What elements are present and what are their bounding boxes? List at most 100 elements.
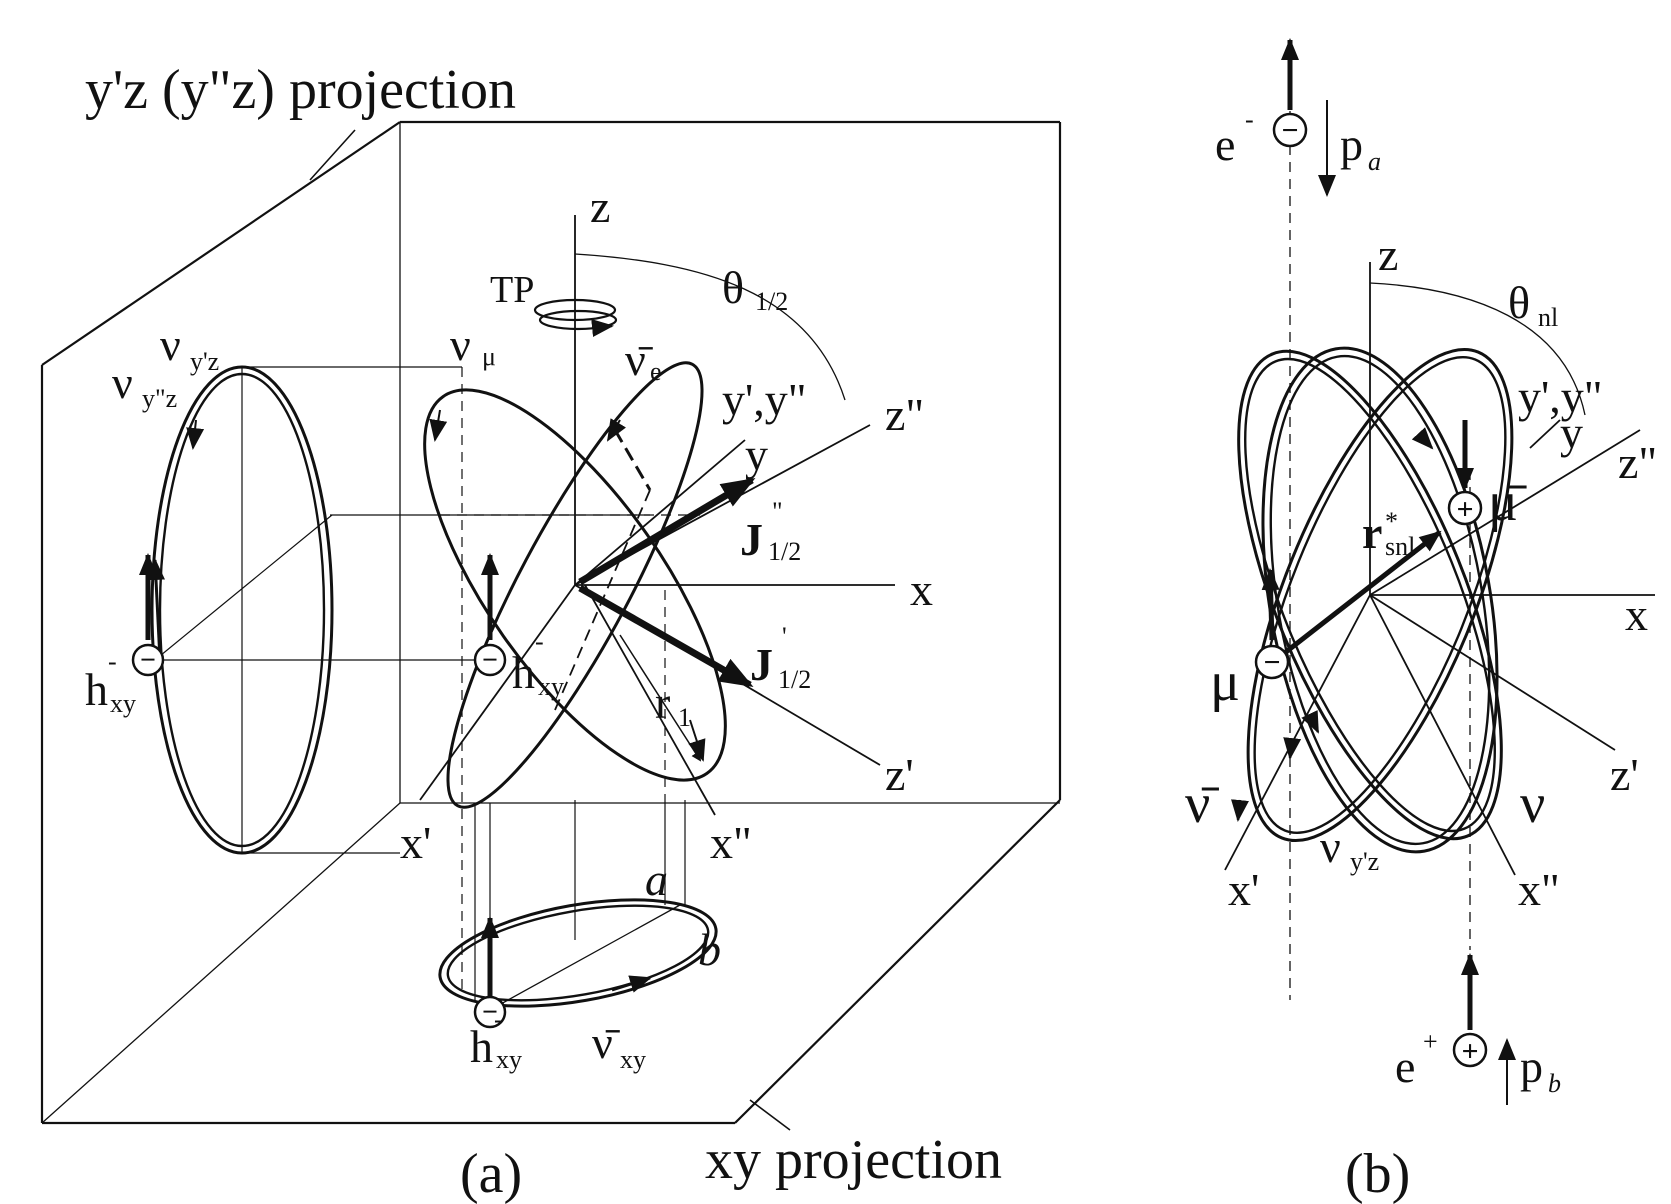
axis-z-prime-b-label: z' — [1610, 749, 1639, 800]
e-plus-charge: + — [1452, 1032, 1488, 1068]
svg-text:−: − — [1263, 646, 1280, 679]
axis-x-prime-label: x' — [400, 817, 431, 868]
pb-label: p b — [1520, 1041, 1561, 1098]
svg-text:J: J — [750, 639, 773, 690]
nu-xy-label: ν̄ xy — [592, 1017, 646, 1074]
axis-z-dprime-b-label: z" — [1618, 437, 1657, 488]
nu-e-label: ν̄ e — [625, 334, 662, 386]
a-semi-axis-label: a — [645, 854, 668, 905]
svg-text:snl: snl — [1385, 532, 1415, 561]
svg-text:μ: μ — [482, 342, 496, 371]
svg-text:y'z: y'z — [190, 347, 219, 376]
caption-b: (b) — [1345, 1143, 1410, 1204]
axis-x-dprime-b-label: x" — [1518, 864, 1560, 915]
axis-x-prime-b-label: x' — [1228, 864, 1259, 915]
svg-text:': ' — [782, 622, 787, 651]
xy-projection-orbit — [438, 898, 718, 1011]
svg-text:ν: ν — [1320, 821, 1341, 872]
axis-y-b-label: y — [1560, 407, 1583, 458]
svg-text:−: − — [140, 645, 156, 676]
yz-projection-label: y'z (y"z) projection — [85, 59, 516, 121]
h-left-label: h - xy — [85, 647, 136, 718]
h-center-charge: − — [473, 643, 507, 677]
svg-text:xy: xy — [620, 1045, 646, 1074]
r-snl-arrow — [1280, 530, 1442, 657]
svg-text:-: - — [108, 647, 117, 676]
svg-text:p: p — [1340, 119, 1363, 170]
axes-a — [419, 215, 895, 816]
svg-text:−: − — [482, 645, 498, 676]
svg-text:y'z: y'z — [1350, 847, 1379, 876]
e-minus-label: e - — [1215, 105, 1254, 170]
j-prime-arrow — [578, 584, 754, 689]
svg-text:ν: ν — [160, 319, 181, 370]
axis-x-b-label: x — [1625, 589, 1648, 640]
xy-projection-label: xy projection — [705, 1129, 1002, 1191]
projection-guides — [154, 366, 700, 1000]
svg-text:xy: xy — [496, 1045, 522, 1074]
tp-spin-icon — [533, 298, 618, 337]
svg-text:+: + — [1461, 1035, 1478, 1068]
caption-a: (a) — [460, 1143, 522, 1204]
axis-z-label: z — [590, 181, 610, 232]
theta-half-label: θ 1/2 — [722, 262, 788, 316]
mu-arrow — [1261, 568, 1280, 641]
nu-yzz-label: ν y"z — [112, 357, 177, 413]
j-dprime-label: J " 1/2 — [740, 497, 801, 566]
axis-x-label: x — [910, 564, 933, 615]
svg-text:+: + — [1423, 1027, 1438, 1056]
svg-text:θ: θ — [1508, 277, 1530, 328]
e-minus-charge: − — [1272, 112, 1308, 148]
svg-text:e: e — [650, 357, 662, 386]
svg-text:−: − — [1281, 114, 1298, 147]
j-dprime-arrow — [578, 476, 756, 586]
svg-text:h: h — [512, 647, 535, 698]
nu-mu-label: ν μ — [450, 319, 496, 371]
b-semi-axis-label: b — [698, 924, 721, 975]
axis-z-b-label: z — [1378, 229, 1398, 280]
svg-text:+: + — [1456, 493, 1473, 526]
svg-text:r: r — [655, 677, 670, 728]
svg-text:h: h — [470, 1021, 493, 1072]
svg-text:1/2: 1/2 — [755, 287, 788, 316]
h-left-charge: − — [131, 643, 165, 677]
mu-bar-charge: + — [1447, 490, 1483, 526]
j-prime-label: J ' 1/2 — [750, 622, 811, 694]
h-bottom-charge: − — [473, 995, 507, 1029]
svg-text:-: - — [535, 627, 544, 656]
panel-a — [40, 120, 1062, 1131]
svg-text:nl: nl — [1538, 303, 1558, 332]
r1-arrow — [619, 634, 702, 762]
r-snl-label: r * snl — [1362, 507, 1415, 561]
axis-y-primes-b-label: y',y" — [1518, 371, 1603, 422]
pa-label: p a — [1340, 119, 1381, 176]
axis-x-dprime-label: x" — [710, 817, 752, 868]
svg-text:θ: θ — [722, 262, 744, 313]
svg-text:xy: xy — [110, 689, 136, 718]
svg-text:y"z: y"z — [142, 384, 177, 413]
svg-text:p: p — [1520, 1041, 1543, 1092]
axis-z-dprime-label: z" — [885, 389, 924, 440]
svg-text:ν: ν — [112, 357, 133, 408]
svg-text:J: J — [740, 514, 763, 565]
nu-yz-b-label: ν y'z — [1320, 821, 1379, 876]
panel-b — [1224, 38, 1655, 1105]
svg-text:-: - — [494, 1005, 503, 1034]
svg-text:1/2: 1/2 — [768, 537, 801, 566]
svg-text:1/2: 1/2 — [778, 665, 811, 694]
mu-charge: − — [1254, 644, 1290, 680]
svg-text:": " — [772, 497, 783, 526]
svg-text:ν: ν — [450, 319, 471, 370]
axis-y-label: y — [745, 429, 768, 480]
svg-text:1: 1 — [678, 703, 691, 732]
nu-yz-label: ν y'z — [160, 319, 219, 376]
svg-text:e: e — [1215, 119, 1235, 170]
h-bottom-label: h - xy — [470, 1005, 522, 1074]
svg-text:xy: xy — [538, 672, 564, 701]
axis-y-primes-label: y',y" — [722, 374, 807, 425]
svg-text:−: − — [482, 997, 498, 1028]
tp-label: TP — [490, 269, 534, 311]
svg-text:*: * — [1385, 507, 1398, 536]
theta-nl-label: θ nl — [1508, 277, 1558, 332]
